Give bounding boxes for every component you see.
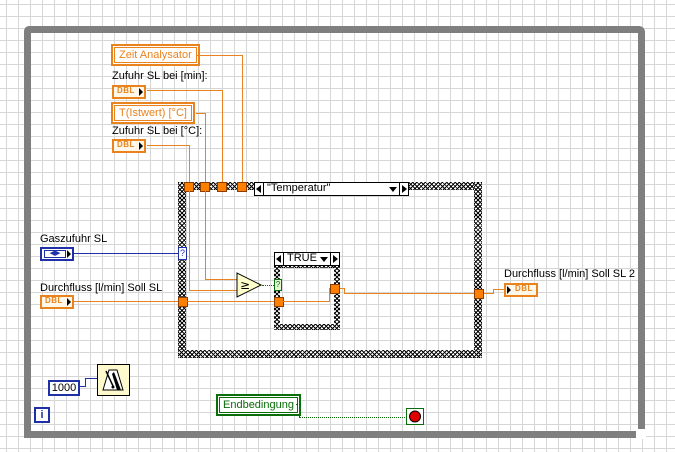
tunnel bbox=[274, 297, 284, 307]
output-arrow-icon bbox=[67, 298, 71, 306]
while-loop[interactable] bbox=[24, 26, 646, 439]
tunnel bbox=[474, 289, 484, 299]
tunnel bbox=[237, 182, 247, 192]
greater-or-equal-icon[interactable]: ≥ bbox=[236, 272, 264, 298]
zufuhr-min-label: Zufuhr SL bei [min]: bbox=[112, 70, 208, 82]
enum-arrows-icon: ◀▶ bbox=[44, 250, 66, 258]
case-selector-terminal[interactable]: ? bbox=[178, 247, 187, 260]
decrement-case-icon[interactable] bbox=[255, 183, 264, 195]
gaszufuhr-enum-terminal[interactable]: ◀▶ bbox=[40, 247, 74, 261]
decrement-case-icon[interactable] bbox=[275, 253, 284, 265]
durchfluss-out-label: Durchfluss [l/min] Soll SL 2 bbox=[504, 268, 636, 280]
zeit-analysator-label: Zeit Analysator bbox=[114, 47, 197, 63]
wait-constant[interactable]: 1000 bbox=[48, 380, 80, 396]
case-selector-temperatur[interactable]: "Temperatur" bbox=[254, 182, 409, 196]
zufuhr-c-label: Zufuhr SL bei [°C]: bbox=[112, 125, 203, 137]
endbedingung-local-variable[interactable]: Endbedingung bbox=[216, 394, 301, 416]
inner-case-selector-terminal[interactable]: ? bbox=[274, 279, 282, 291]
svg-text:≥: ≥ bbox=[240, 278, 250, 292]
t-istwert-local-variable[interactable]: T(Istwert) [°C] bbox=[111, 102, 195, 124]
durchfluss-in-label: Durchfluss [l/min] Soll SL bbox=[40, 282, 163, 294]
case-structure-bottom bbox=[178, 350, 482, 358]
tunnel bbox=[178, 297, 188, 307]
increment-case-icon[interactable] bbox=[399, 183, 408, 195]
case-selector-true[interactable]: TRUE bbox=[274, 252, 340, 266]
iteration-terminal[interactable]: i bbox=[34, 407, 50, 423]
output-arrow-icon bbox=[139, 88, 143, 96]
output-arrow-icon bbox=[139, 142, 143, 150]
inner-case-left bbox=[274, 252, 280, 330]
input-arrow-icon bbox=[507, 286, 511, 294]
tunnel bbox=[330, 284, 340, 294]
stop-condition-icon[interactable] bbox=[406, 408, 424, 425]
output-arrow-icon bbox=[67, 250, 71, 258]
zeit-analysator-local-variable[interactable]: Zeit Analysator bbox=[111, 44, 200, 66]
tunnel bbox=[217, 182, 227, 192]
metronome-icon[interactable] bbox=[97, 364, 130, 396]
gaszufuhr-label: Gaszufuhr SL bbox=[40, 233, 108, 245]
durchfluss-in-terminal[interactable]: DBL bbox=[40, 295, 74, 309]
endbedingung-label: Endbedingung bbox=[219, 397, 298, 413]
case-dropdown-icon[interactable] bbox=[389, 187, 397, 192]
zufuhr-c-terminal[interactable]: DBL bbox=[112, 139, 146, 153]
case-dropdown-icon[interactable] bbox=[320, 257, 328, 262]
t-istwert-label: T(Istwert) [°C] bbox=[114, 105, 192, 121]
increment-case-icon[interactable] bbox=[330, 253, 339, 265]
case-structure-right bbox=[474, 182, 482, 358]
durchfluss-out-terminal[interactable]: DBL bbox=[504, 283, 538, 297]
case-structure-left bbox=[178, 182, 186, 358]
zufuhr-min-terminal[interactable]: DBL bbox=[112, 85, 146, 99]
inner-case-bottom bbox=[274, 324, 340, 330]
